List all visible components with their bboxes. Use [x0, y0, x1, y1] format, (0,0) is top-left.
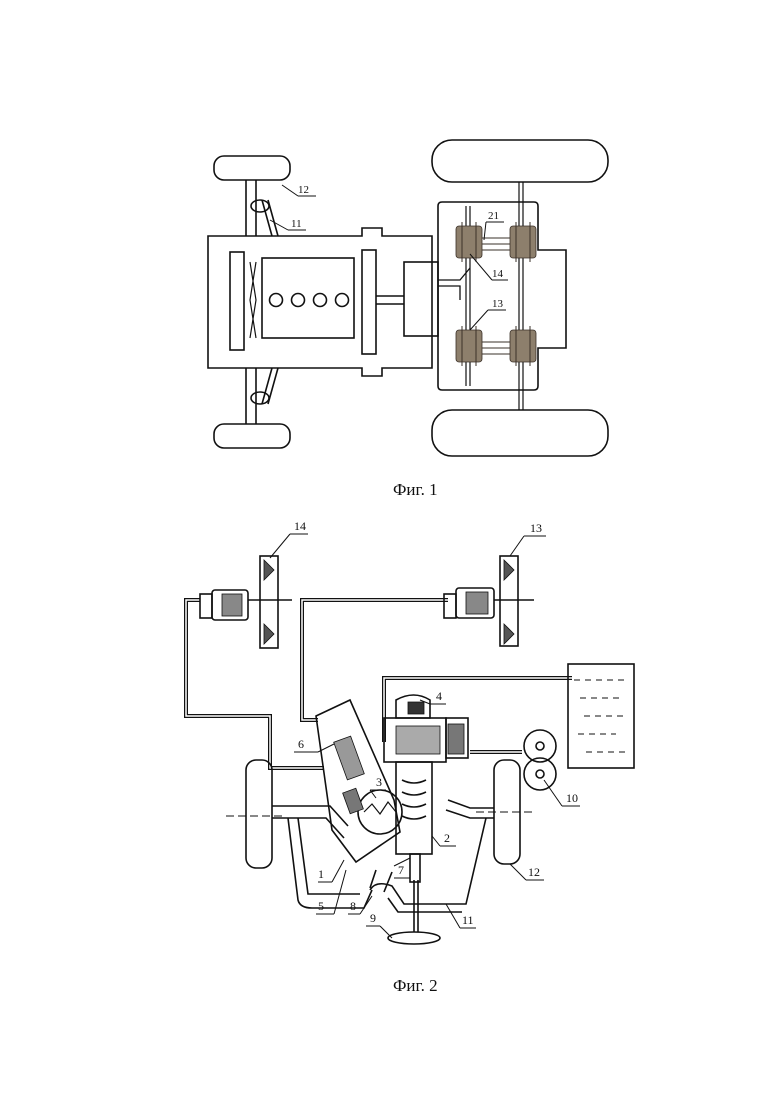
steering-wheel [388, 932, 440, 944]
label-8-fig2: 8 [350, 899, 356, 913]
left-front-wheel [246, 760, 272, 868]
hub-clutch-14-fitting [200, 594, 212, 618]
hub-clutch-13-fitting [444, 594, 456, 618]
steering-cylinder [316, 700, 400, 862]
label-9-fig2: 9 [370, 911, 376, 925]
label-14-fig2: 14 [294, 519, 306, 533]
label-13-fig2: 13 [530, 521, 542, 535]
label-4-fig2: 4 [436, 689, 442, 703]
label-10-fig2: 10 [566, 791, 578, 805]
label-11-fig2: 11 [462, 913, 474, 927]
label-2-fig2: 2 [444, 831, 450, 845]
label-3-fig2: 3 [376, 775, 382, 789]
label-6-fig2: 6 [298, 737, 304, 751]
label-7-fig2: 7 [398, 863, 404, 877]
label-1-fig2: 1 [318, 867, 324, 881]
label-5-fig2: 5 [318, 899, 324, 913]
figure-2-caption: Фиг. 2 [393, 976, 438, 996]
figure-1-caption: Фиг. 1 [393, 480, 438, 500]
label-12-fig2: 12 [528, 865, 540, 879]
